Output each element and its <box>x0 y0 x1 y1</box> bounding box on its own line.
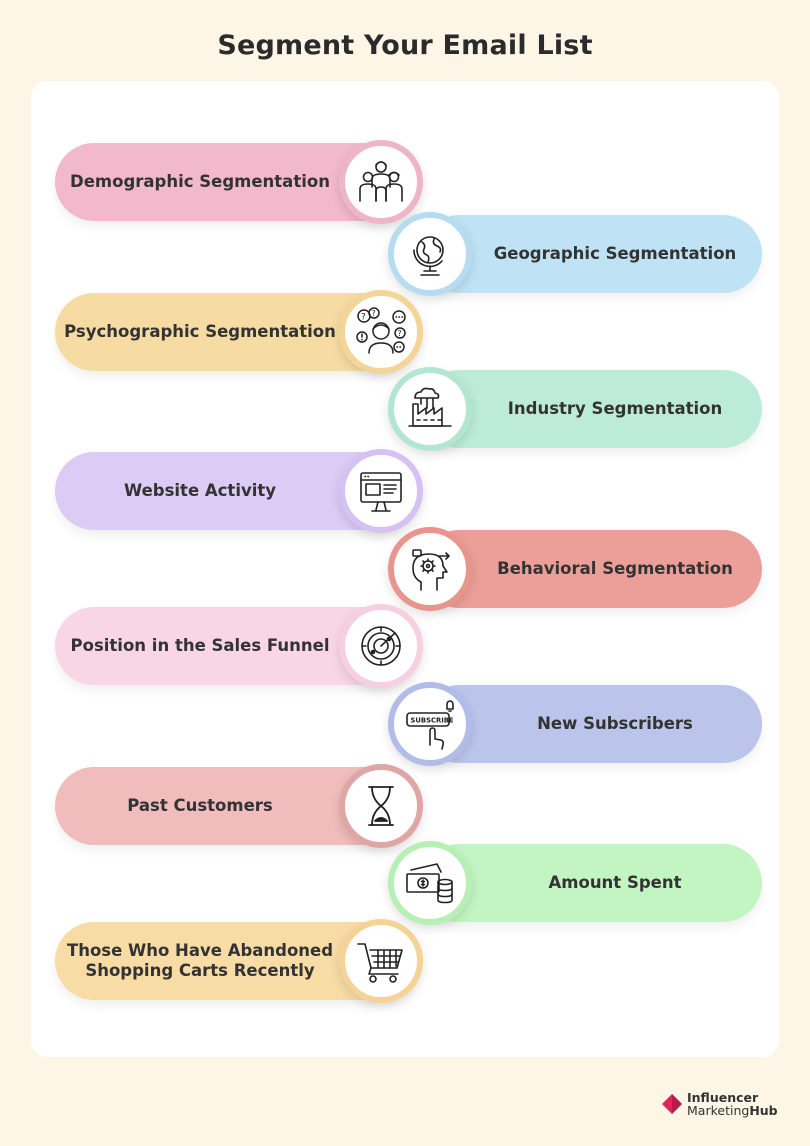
svg-text:SUBSCRIBE: SUBSCRIBE <box>411 717 454 725</box>
pill-behavioral: Behavioral Segmentation <box>420 530 762 608</box>
globe-icon <box>388 212 472 296</box>
monitor-icon <box>339 449 423 533</box>
pill-label: Industry Segmentation <box>507 398 723 418</box>
radar-icon <box>339 604 423 688</box>
page-title: Segment Your Email List <box>217 30 593 61</box>
brand-line1: Influencer <box>687 1090 759 1105</box>
hourglass-icon <box>339 764 423 848</box>
brand-wordmark: Influencer MarketingHub <box>687 1091 778 1117</box>
svg-text:?: ? <box>398 329 402 338</box>
pill-label: Website Activity <box>123 480 277 500</box>
pill-label: Behavioral Segmentation <box>497 558 733 578</box>
pill-label: Position in the Sales Funnel <box>70 635 330 655</box>
brand-line2: MarketingHub <box>687 1104 778 1117</box>
shopping-cart-icon <box>339 919 423 1003</box>
pill-label: Geographic Segmentation <box>493 243 737 263</box>
brand-line2a: Marketing <box>687 1103 750 1118</box>
pill-industry: Industry Segmentation <box>420 370 762 448</box>
svg-text:?: ? <box>361 313 366 323</box>
svg-text:?: ? <box>372 309 376 318</box>
thinking-person-icon: ? ? ? <box>339 290 423 374</box>
pill-label: Past Customers <box>127 795 273 815</box>
influencer-marketing-hub-logo: Influencer MarketingHub <box>662 1088 792 1120</box>
money-coins-icon <box>388 841 472 925</box>
pill-new-subscribers: New Subscribers <box>420 685 762 763</box>
brand-diamond-icon <box>662 1094 682 1114</box>
pill-amount-spent: Amount Spent <box>420 844 762 922</box>
pill-label: Demographic Segmentation <box>70 171 330 191</box>
pill-geographic: Geographic Segmentation <box>420 215 762 293</box>
brand-line2b: Hub <box>749 1103 778 1118</box>
factory-icon <box>388 367 472 451</box>
pill-label: New Subscribers <box>537 713 693 733</box>
subscribe-button-icon: SUBSCRIBE <box>388 682 472 766</box>
pill-label: Amount Spent <box>548 872 682 892</box>
people-group-icon <box>339 140 423 224</box>
pill-label: Those Who Have Abandoned Shopping Carts … <box>66 940 334 980</box>
pill-label: Psychographic Segmentation <box>64 321 336 341</box>
head-gears-icon <box>388 527 472 611</box>
